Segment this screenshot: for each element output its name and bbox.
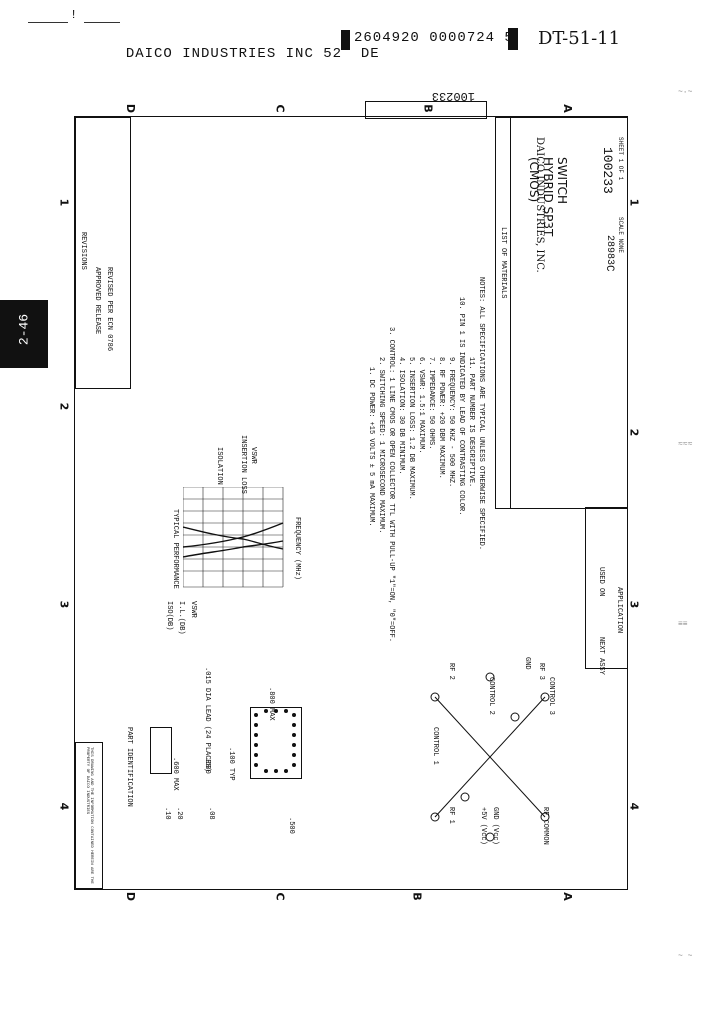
note-6: 6. VSWR: 1.5:1 MAXIMUM. [417, 357, 425, 454]
note-2: 2. SWITCHING SPEED: 1 MICROSECOND MAXIMU… [377, 357, 385, 534]
list-of-materials-col [495, 117, 511, 509]
dim-800-max: .800 MAX [267, 687, 275, 721]
schem-control-1: CONTROL 1 [431, 727, 439, 765]
schem-vcc: +5V (Vcc) [479, 807, 487, 845]
header-black-block-2 [508, 28, 518, 50]
schem-gnd: GND [523, 657, 531, 670]
application-label: APPLICATION [615, 587, 623, 634]
revision-row-a: APPROVED RELEASE [93, 267, 101, 335]
note-9: 9. FREQUENCY: 50 KHZ - 500 MHZ. [447, 357, 455, 488]
note-10: 10. PIN 1 IS INDICATED BY LEAD OF CONTRA… [457, 297, 465, 516]
note-7: 7. IMPEDANCE: 50 OHMS. [427, 357, 435, 450]
package-pins [254, 709, 296, 773]
schem-rf-1: RF 1 [447, 807, 455, 824]
revisions-block [75, 117, 131, 389]
dim-20: .20 [175, 807, 183, 820]
chart-left-iso: ISO(DB) [165, 601, 173, 631]
margin-mark-3: ≡≡ [678, 620, 688, 629]
chart-title: TYPICAL PERFORMANCE [171, 509, 179, 589]
title-name: SWITCH HYBRID SP3T (CMOS) [527, 157, 569, 237]
drawing-sheet: 100233 REVISIONS APPROVED RELEASE REVISE… [74, 89, 628, 890]
dim-600: .600 [203, 757, 211, 774]
page-tab: 2-46 [0, 300, 48, 368]
schematic-diagram [430, 672, 550, 842]
top-rule-right [84, 22, 120, 23]
note-11: 11. PART NUMBER IS DESCRIPTIVE. [467, 357, 475, 488]
dim-500: .500 [287, 817, 295, 834]
used-on-label: USED ON [597, 567, 605, 597]
package-body [250, 707, 302, 779]
note-4: 4. ISOLATION: 30 DB MINIMUM. [397, 357, 405, 475]
zone-bottom-b: B [410, 892, 424, 901]
title-sheet: SHEET 1 OF 1 [617, 137, 624, 181]
header-black-block-1 [341, 30, 350, 50]
zone-left-1: 1 [57, 198, 71, 207]
zone-bottom-c: C [273, 892, 287, 901]
schem-gnd-vcc: GND (Vcc) [491, 807, 499, 845]
margin-mark-1: ~·~ [678, 88, 693, 97]
note-1: 1. DC POWER: +15 VOLTS ± 5 mA MAXIMUM. [367, 367, 375, 527]
chart-left-il: I.L.(DB) [177, 601, 185, 635]
dim-08: .08 [207, 807, 215, 820]
margin-mark-4: ~ ~ [678, 952, 693, 961]
note-5: 5. INSERTION LOSS: 1.2 DB MAXIMUM. [407, 357, 415, 500]
part-stamp: 100233 [431, 89, 475, 103]
note-3: 3. CONTROL: 1 LINE CMOS OR OPEN COLLECTO… [387, 327, 395, 643]
performance-chart [183, 487, 284, 588]
dim-10: .10 [163, 807, 171, 820]
header-company-line: DAICO INDUSTRIES INC 52 DE [125, 46, 380, 62]
side-note-box [75, 742, 103, 889]
application-block [585, 507, 628, 669]
schem-rf-common: RF COMMON [541, 807, 549, 845]
top-mark: ! [70, 8, 78, 22]
side-note: THIS DRAWING AND THE INFORMATION CONTAIN… [85, 747, 93, 884]
zone-bottom-d: D [124, 891, 138, 902]
chart-left-vswr: VSWR [189, 601, 197, 618]
part-stamp-box [365, 101, 487, 119]
zone-top-c: C [273, 104, 287, 113]
package-side-view [150, 727, 172, 774]
header-doc-code: DT-51-11 [538, 28, 621, 49]
note-general: NOTES: ALL SPECIFICATIONS ARE TYPICAL UN… [477, 277, 485, 551]
zone-right-2: 2 [627, 428, 641, 437]
chart-curve-isolation: ISOLATION [215, 447, 223, 485]
revision-row-b: REVISED PER ECN 0786 [105, 267, 113, 352]
list-of-materials: LIST OF MATERIALS [499, 227, 507, 299]
schem-control-3: CONTROL 3 [547, 677, 555, 715]
zone-top-a: A [560, 104, 574, 113]
schem-rf-3: RF 3 [537, 663, 545, 680]
chart-curve-il: INSERTION LOSS [239, 435, 247, 494]
revisions-title: REVISIONS [79, 232, 87, 270]
zone-right-1: 1 [627, 198, 641, 207]
top-rule-left [28, 22, 68, 23]
zone-left-2: 2 [57, 402, 71, 411]
schem-control-2: CONTROL 2 [487, 677, 495, 715]
part-ident-title: PART IDENTIFICATION [125, 727, 133, 807]
zone-bottom-a: A [560, 892, 574, 901]
zone-top-d: D [124, 103, 138, 114]
zone-left-3: 3 [57, 600, 71, 609]
dim-600-max: .600 MAX [171, 757, 179, 791]
dim-100-typ: .100 TYP [227, 747, 235, 781]
zone-right-3: 3 [627, 600, 641, 609]
zone-left-4: 4 [57, 802, 71, 811]
zone-right-4: 4 [627, 802, 641, 811]
chart-curve-vswr: VSWR [249, 447, 257, 464]
header-codes: 2604920 0000724 5 [354, 30, 514, 46]
chart-xlabel: FREQUENCY (MHz) [293, 517, 301, 581]
note-8: 8. RF POWER: +20 DBM MAXIMUM. [437, 357, 445, 479]
margin-mark-2: ≈≈≈ [678, 440, 693, 449]
title-scale: SCALE NONE [617, 217, 624, 254]
title-part-no: 100233 [600, 147, 615, 194]
title-size: C [603, 265, 615, 272]
next-assy-label: NEXT ASSY [597, 637, 605, 675]
schem-rf-2: RF 2 [447, 663, 455, 680]
title-cage: 28983 [604, 235, 615, 266]
